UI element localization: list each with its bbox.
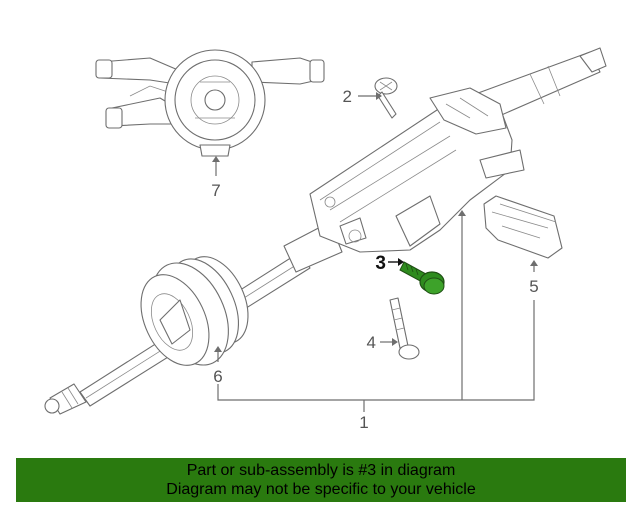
info-banner: Part or sub-assembly is #3 in diagram Di… [16,458,626,502]
banner-line-2: Diagram may not be specific to your vehi… [166,481,476,498]
leader-lines [212,92,538,412]
callout-4: 4 [367,333,376,352]
callout-3: 3 [375,253,386,274]
callout-2: 2 [343,87,352,106]
callout-1: 1 [359,413,368,432]
callout-6: 6 [213,367,222,386]
column-housing [283,47,607,273]
part-6-boot [140,256,249,366]
part-4-bolt [389,297,420,360]
part-2-bolt [374,77,398,119]
callout-7: 7 [211,181,220,200]
part-7-clock-spring-switch [95,49,325,157]
part-3-bolt-highlighted [399,261,445,295]
steering-column-diagram: 1 2 3 4 5 6 7 [44,47,607,432]
part-5-cover [483,195,563,259]
callout-5: 5 [529,277,538,296]
banner-line-1: Part or sub-assembly is #3 in diagram [186,462,456,479]
